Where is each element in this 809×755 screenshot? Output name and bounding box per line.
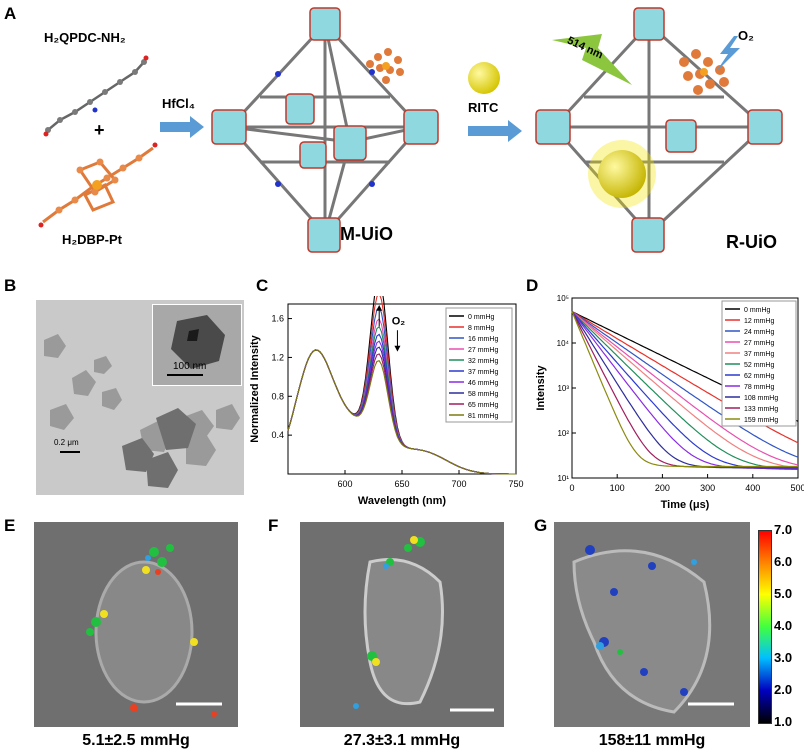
colorbar-tick: 3.0 [774, 650, 793, 665]
legend-label: 8 mmHg [468, 325, 495, 332]
reaction-arrow-hfcl4 [160, 116, 204, 138]
legend-label: 27 mmHg [468, 347, 498, 354]
colorbar-tick-labels: 7.0 6.0 5.0 4.0 3.0 2.0 1.0 [774, 522, 808, 732]
colorbar-tick: 5.0 [774, 586, 793, 601]
o2-annotation: O₂ [392, 315, 406, 327]
y-axis-label: Intensity [535, 365, 547, 411]
panel-label-d: D [526, 276, 539, 295]
ligand-qpdc-label: H₂QPDC-NH₂ [44, 30, 126, 45]
tem-inset: 100 nm [152, 304, 242, 386]
legend-label: 62 mmHg [744, 373, 774, 380]
reagent-hfcl4-label: HfCl₄ [162, 96, 195, 111]
y-tick-label: 1.6 [271, 314, 284, 324]
y-tick-label: 10² [557, 429, 569, 438]
legend-label: 46 mmHg [468, 380, 498, 387]
legend-label: 27 mmHg [744, 340, 774, 347]
colorbar-tick: 7.0 [774, 522, 793, 537]
reagent-ritc-label: RITC [468, 100, 499, 115]
caption-e: 5.1±2.5 mmHg [82, 732, 190, 749]
series-line [287, 349, 516, 475]
legend-label: 108 mmHg [744, 395, 778, 402]
y-tick-label: 0.4 [271, 430, 284, 440]
series-line [571, 311, 798, 470]
caption-g: 158±11 mmHg [598, 732, 706, 749]
o2-arrowhead-up [376, 304, 383, 311]
panel-label-b: B [4, 276, 17, 295]
legend-label: 16 mmHg [468, 336, 498, 343]
legend-label: 78 mmHg [744, 384, 774, 391]
tem-scalebar-main-label: 0.2 μm [54, 438, 79, 447]
x-axis-label: Time (μs) [661, 499, 710, 511]
panel-label-e: E [4, 516, 16, 535]
legend-label: 159 mmHg [744, 417, 778, 424]
ritc-dye-sphere [468, 62, 500, 94]
y-tick-label: 10¹ [557, 474, 569, 483]
legend-label: 37 mmHg [468, 369, 498, 376]
legend-label: 12 mmHg [744, 318, 774, 325]
x-tick-label: 600 [337, 479, 352, 489]
ligand-dbp-label: H₂DBP-Pt [62, 232, 122, 247]
phosphorescence-decay-chart: 0 100 200 300 400 500 10¹ 10² 10³ 10⁴ 10⁵ Time (μs)… [535, 294, 804, 511]
colorbar-tick: 4.0 [774, 618, 793, 633]
cell-image-f [300, 522, 504, 727]
laser-beam-icon [552, 34, 632, 85]
series-line [571, 311, 799, 466]
panel-label-a: A [4, 4, 17, 23]
cell-image-e [34, 522, 238, 727]
oxygen-lightning-icon [716, 36, 740, 72]
x-tick-label: 500 [790, 483, 804, 493]
series-line [571, 311, 798, 469]
ligand-dbp-structure [38, 142, 158, 228]
legend-label: 32 mmHg [468, 358, 498, 365]
series-line [571, 311, 799, 469]
panel-label-c: C [256, 276, 269, 295]
colorbar-tick: 6.0 [774, 554, 793, 569]
y-tick-label: 1.2 [271, 352, 284, 362]
panel-label-f: F [268, 516, 279, 535]
legend-label: 0 mmHg [468, 314, 495, 321]
y-tick-label: 0.8 [271, 391, 284, 401]
y-tick-label: 10⁴ [557, 339, 570, 348]
legend-label: 58 mmHg [468, 391, 498, 398]
y-tick-label: 10⁵ [557, 294, 569, 303]
colorbar [758, 530, 772, 724]
x-tick-label: 100 [610, 483, 625, 493]
x-tick-label: 400 [745, 483, 760, 493]
tem-scalebar-inset-label: 100 nm [173, 361, 207, 372]
oxygen-label: O₂ [738, 28, 754, 43]
cell-image-g [554, 522, 750, 727]
x-axis-label: Wavelength (nm) [358, 495, 447, 507]
m-uio-framework [211, 7, 439, 253]
x-tick-label: 0 [569, 483, 574, 493]
x-tick-label: 650 [394, 479, 409, 489]
reaction-arrow-ritc [468, 120, 522, 142]
m-uio-label: M-UiO [340, 224, 393, 244]
series-line [571, 311, 799, 458]
x-tick-label: 750 [508, 479, 523, 489]
caption-f: 27.3±3.1 mmHg [343, 732, 461, 749]
plus-sign: + [94, 120, 105, 140]
colorbar-tick: 1.0 [774, 714, 793, 729]
y-axis-label: Normalized Intensity [249, 334, 261, 442]
colorbar-tick: 2.0 [774, 682, 793, 697]
legend-label: 37 mmHg [744, 351, 774, 358]
legend-label: 65 mmHg [468, 402, 498, 409]
legend-label: 81 mmHg [468, 413, 498, 420]
x-tick-label: 200 [655, 483, 670, 493]
legend-label: 24 mmHg [744, 329, 774, 336]
series-line [571, 311, 798, 468]
r-uio-label: R-UiO [726, 232, 777, 252]
legend-label: 0 mmHg [744, 307, 771, 314]
r-uio-framework [535, 7, 783, 253]
legend-label: 52 mmHg [744, 362, 774, 369]
x-tick-label: 300 [700, 483, 715, 493]
o2-arrowhead-down [394, 345, 401, 352]
legend-label: 133 mmHg [744, 406, 778, 413]
x-tick-label: 700 [451, 479, 466, 489]
y-tick-label: 10³ [557, 384, 569, 393]
panel-label-g: G [534, 516, 548, 535]
ligand-qpdc-structure [43, 55, 149, 137]
tem-image: 0.2 μm 100 nm [36, 300, 244, 495]
